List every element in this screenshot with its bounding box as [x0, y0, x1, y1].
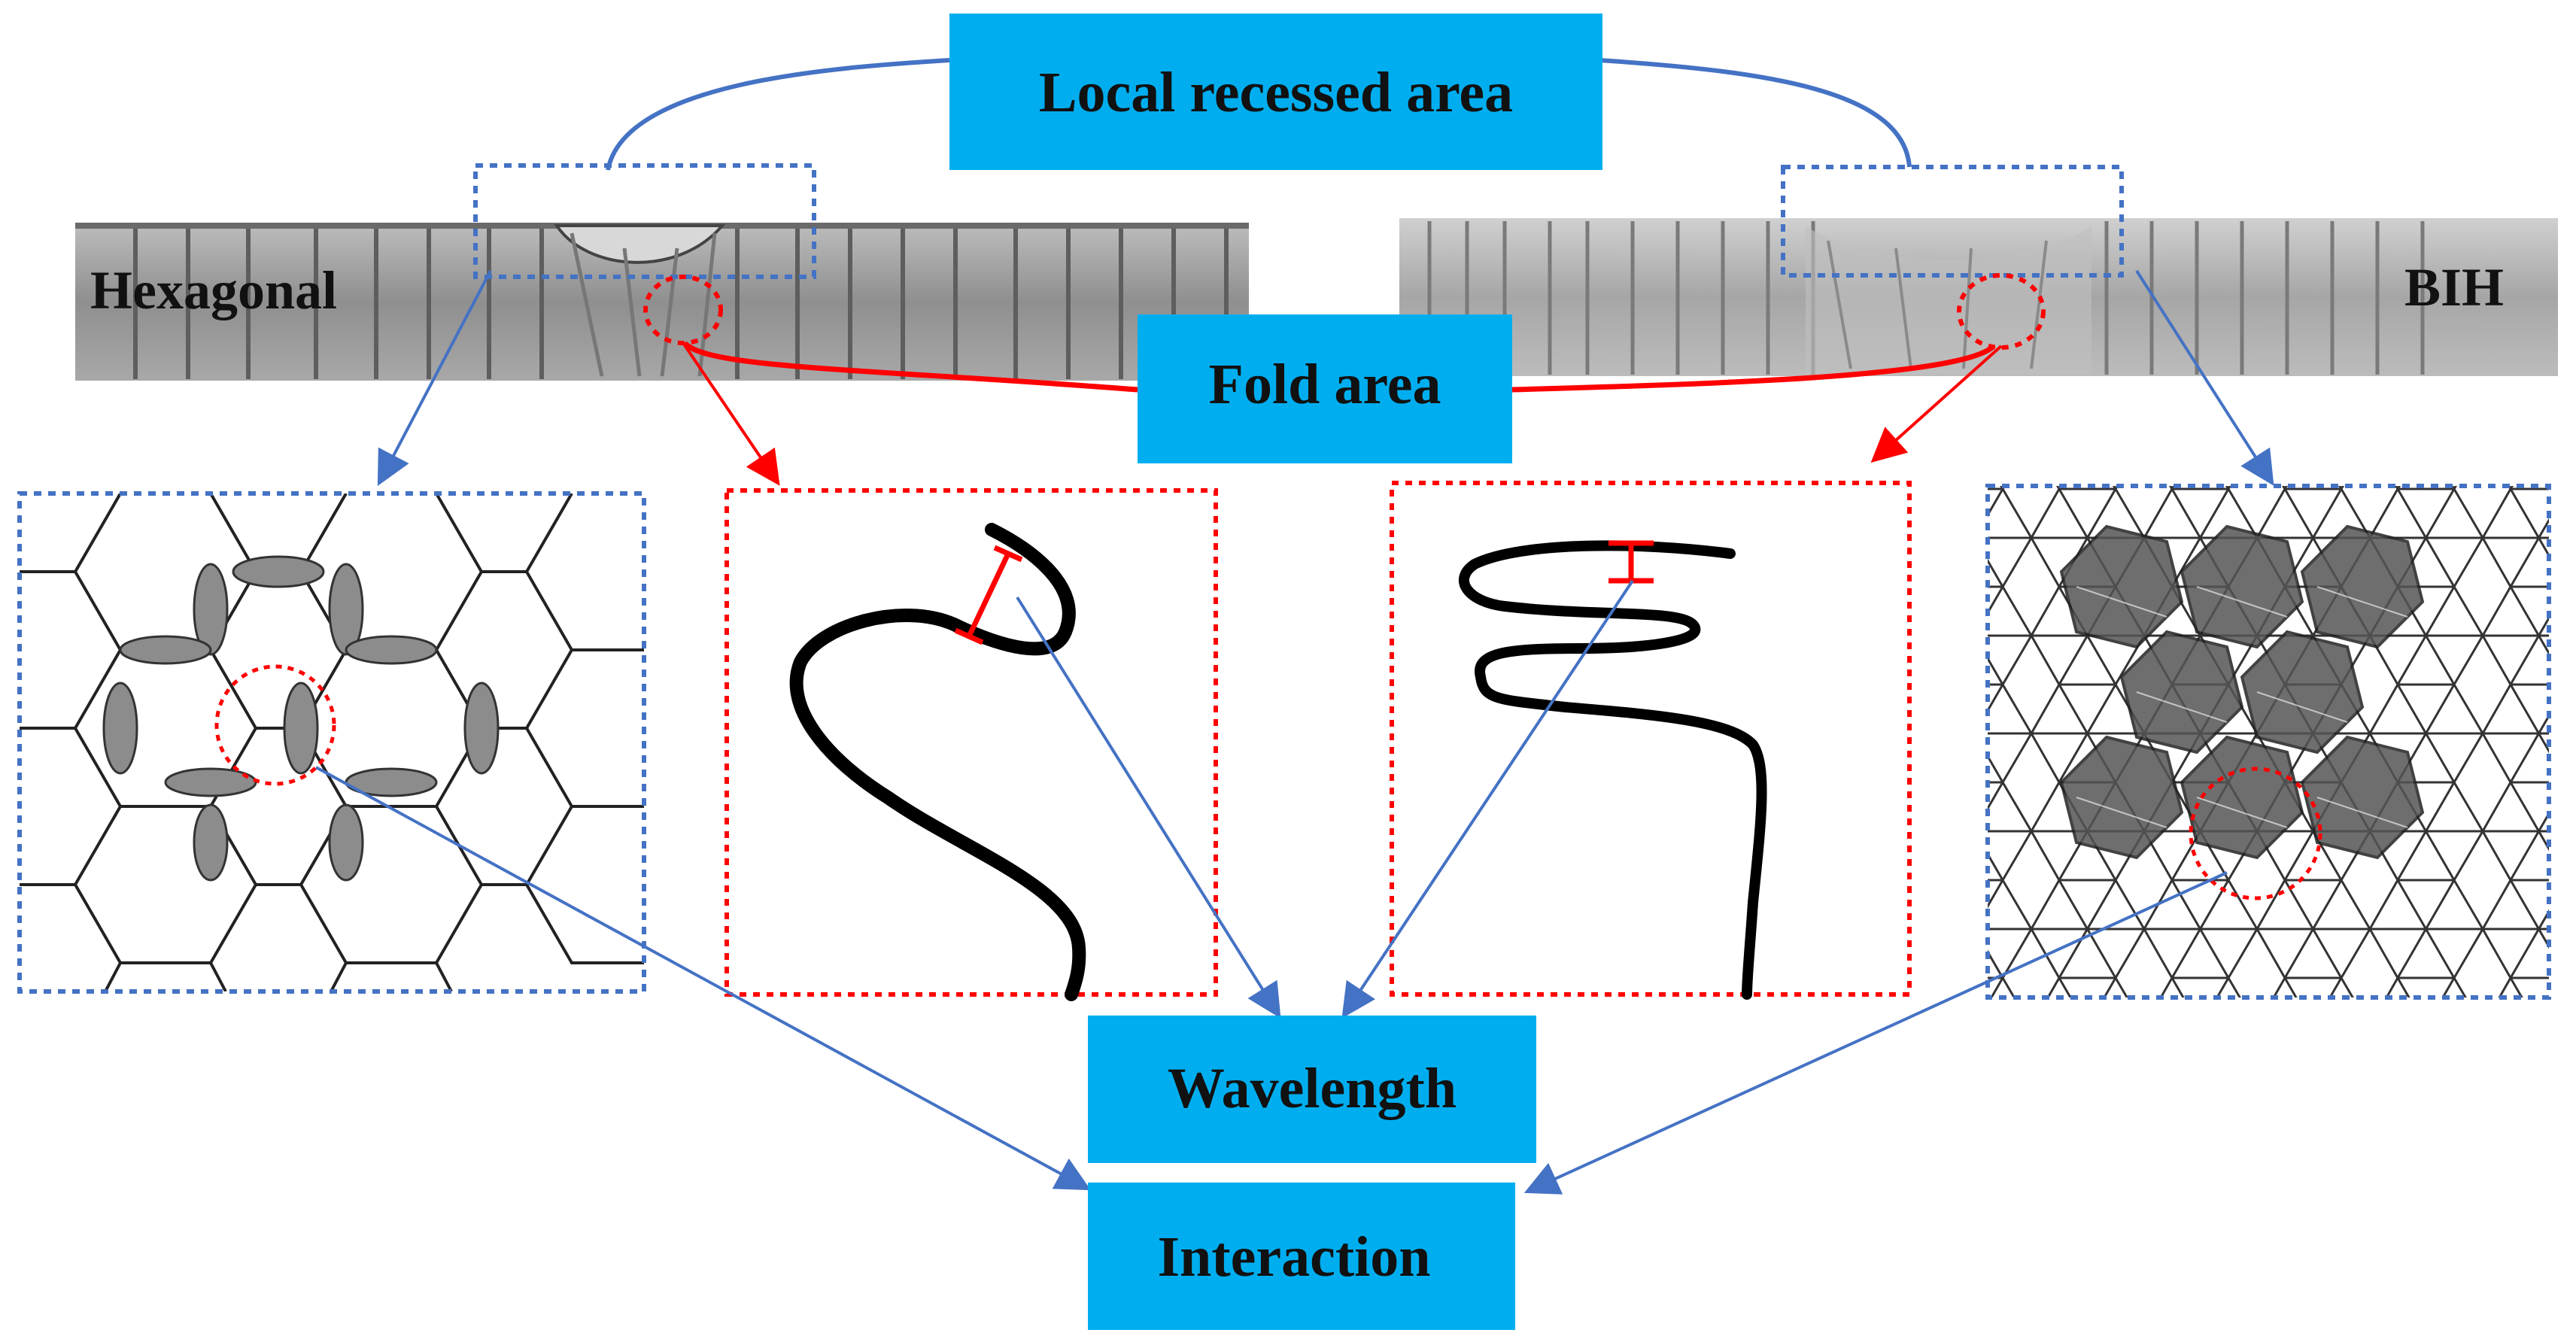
arrow-bih-fold-to-wavelength [1341, 579, 1634, 1019]
arrow-to-hex-fold [682, 342, 780, 486]
hexagonal-label: Hexagonal [90, 260, 337, 320]
wavelength-box: Wavelength [1088, 1016, 1536, 1163]
wavelength-label: Wavelength [1168, 1057, 1457, 1120]
fold-area-box: Fold area [1138, 314, 1512, 463]
arrow-hex-fold-to-wavelength [1016, 596, 1281, 1019]
hexagonal-fold-profile [724, 488, 1218, 1001]
arrow-to-hex-detail [377, 270, 492, 487]
bih-interaction-marker [2189, 767, 2322, 900]
recess-link-curve [606, 58, 1912, 171]
interaction-label: Interaction [1157, 1225, 1430, 1289]
fold-link-left [682, 341, 1138, 393]
hexagonal-top-view [17, 491, 646, 994]
arrow-hex-view-to-interaction [315, 766, 1092, 1191]
arrow-to-bih-fold [1870, 345, 2003, 463]
bih-recess-marker [1781, 165, 2124, 278]
bih-side-panel [1399, 218, 2558, 376]
arrow-bih-view-to-interaction [1523, 871, 2228, 1195]
fold-link-right [1511, 344, 1996, 393]
bih-label: BIH [2404, 257, 2504, 317]
local-recessed-area-box: Local recessed area [949, 14, 1602, 170]
fold-area-label: Fold area [1209, 353, 1441, 416]
hexagonal-recess-marker [473, 163, 816, 279]
interaction-box: Interaction [1088, 1183, 1515, 1330]
arrow-to-bih-detail [2135, 269, 2274, 486]
local-recessed-area-label: Local recessed area [1039, 61, 1513, 124]
bih-fold-profile [1390, 481, 1912, 1000]
bih-fold-marker [1957, 273, 2046, 350]
bih-top-view [1985, 484, 2551, 1000]
hexagonal-interaction-marker [214, 664, 336, 786]
